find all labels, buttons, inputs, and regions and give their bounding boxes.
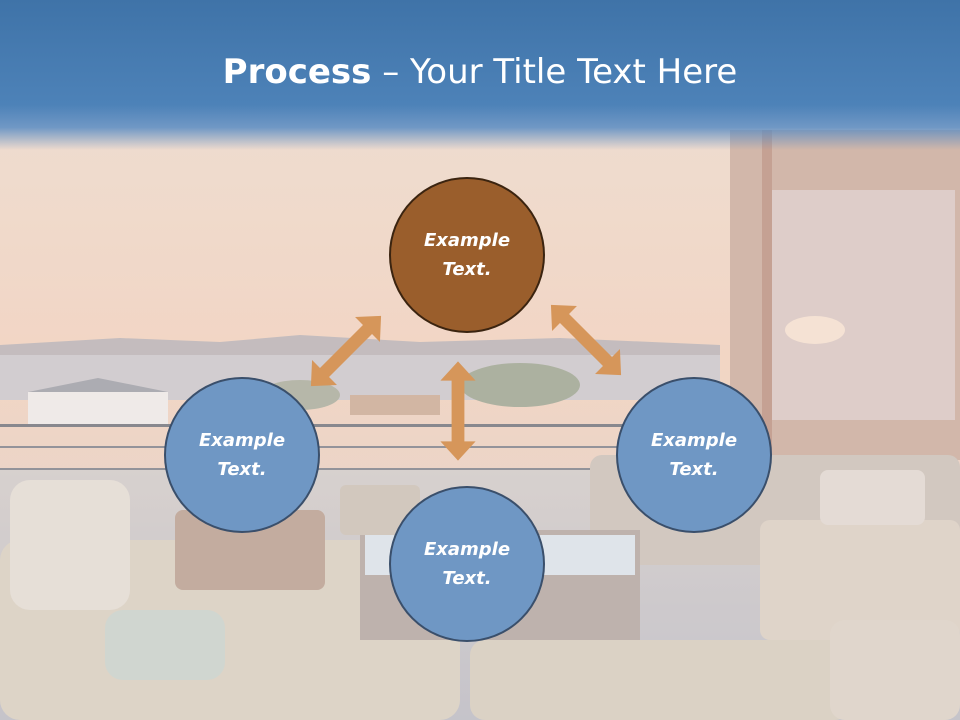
node-left-line2: Text. <box>217 459 267 480</box>
node-top-line2: Text. <box>442 259 492 280</box>
title-bold: Process <box>222 52 372 92</box>
node-bottom-line1: Example <box>423 539 511 560</box>
node-right-line1: Example <box>650 430 738 451</box>
arrow-top-right <box>538 292 634 388</box>
process-node-top[interactable]: Example Text. <box>389 177 545 333</box>
node-bottom-line2: Text. <box>442 568 492 589</box>
node-right-line2: Text. <box>669 459 719 480</box>
title-dash: – <box>382 52 400 92</box>
node-left-line1: Example <box>198 430 286 451</box>
arrow-top-left <box>298 303 394 399</box>
process-node-left[interactable]: Example Text. <box>164 377 320 533</box>
slide-title: Process – Your Title Text Here <box>0 52 960 92</box>
process-node-bottom[interactable]: Example Text. <box>389 486 545 642</box>
node-top-line1: Example <box>423 230 511 251</box>
process-node-right[interactable]: Example Text. <box>616 377 772 533</box>
title-bar: Process – Your Title Text Here <box>0 0 960 150</box>
title-rest: Your Title Text Here <box>410 52 738 92</box>
arrow-center-vertical <box>440 361 476 461</box>
